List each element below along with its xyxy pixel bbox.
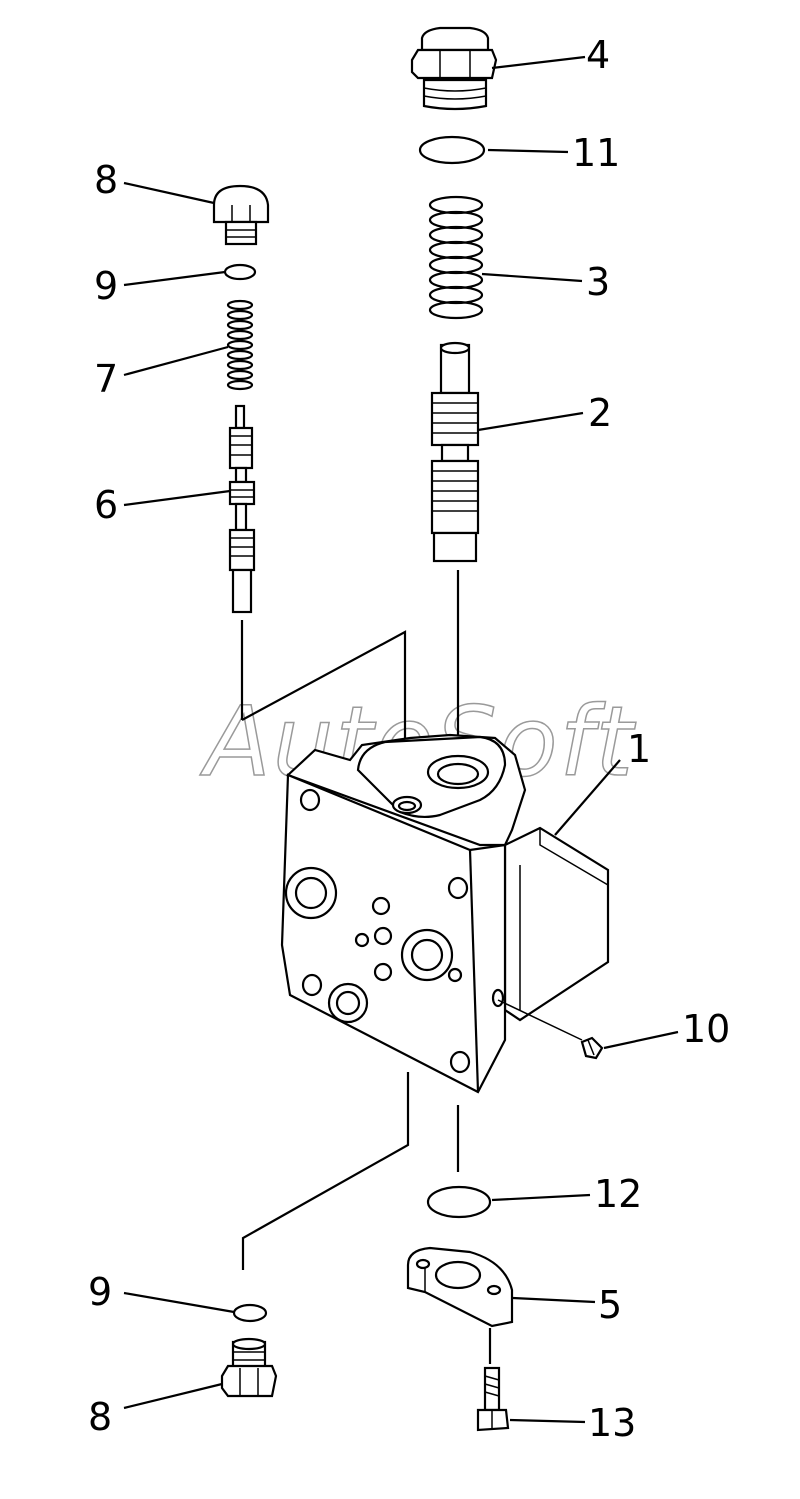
part-8-plug-upper bbox=[212, 184, 270, 246]
part-5-flange bbox=[406, 1246, 514, 1328]
callout-11: 11 bbox=[572, 131, 620, 175]
callout-13: 13 bbox=[588, 1401, 636, 1445]
callout-10: 10 bbox=[682, 1007, 730, 1051]
part-6-pilot-spool bbox=[228, 404, 256, 614]
callout-8-lower: 8 bbox=[88, 1395, 112, 1439]
part-12-o-ring bbox=[426, 1185, 492, 1219]
callout-9-upper: 9 bbox=[94, 264, 118, 308]
part-9-o-ring-lower bbox=[232, 1303, 268, 1323]
part-9-o-ring-upper bbox=[223, 263, 257, 281]
callout-2: 2 bbox=[588, 391, 612, 435]
callout-9-lower: 9 bbox=[88, 1270, 112, 1314]
callout-6: 6 bbox=[94, 483, 118, 527]
part-3-spring bbox=[428, 195, 484, 320]
part-13-bolt bbox=[476, 1366, 510, 1432]
leader-lines bbox=[123, 55, 679, 1424]
part-2-valve-spool bbox=[430, 341, 480, 563]
part-4-plug bbox=[410, 26, 498, 111]
callout-5: 5 bbox=[598, 1283, 622, 1327]
callout-4: 4 bbox=[586, 33, 610, 77]
callout-12: 12 bbox=[594, 1172, 642, 1216]
callout-8-upper: 8 bbox=[94, 158, 118, 202]
part-7-spring bbox=[226, 299, 254, 391]
part-8-plug-lower bbox=[220, 1337, 278, 1398]
callout-3: 3 bbox=[586, 260, 610, 304]
part-10-plug bbox=[580, 1036, 604, 1060]
callout-7: 7 bbox=[94, 357, 118, 401]
part-1-valve-body bbox=[280, 733, 610, 1094]
part-11-o-ring bbox=[418, 135, 486, 165]
callout-labels: 1 2 3 4 5 6 7 8 8 9 9 10 11 12 13 bbox=[88, 33, 730, 1445]
callout-1: 1 bbox=[627, 727, 651, 771]
